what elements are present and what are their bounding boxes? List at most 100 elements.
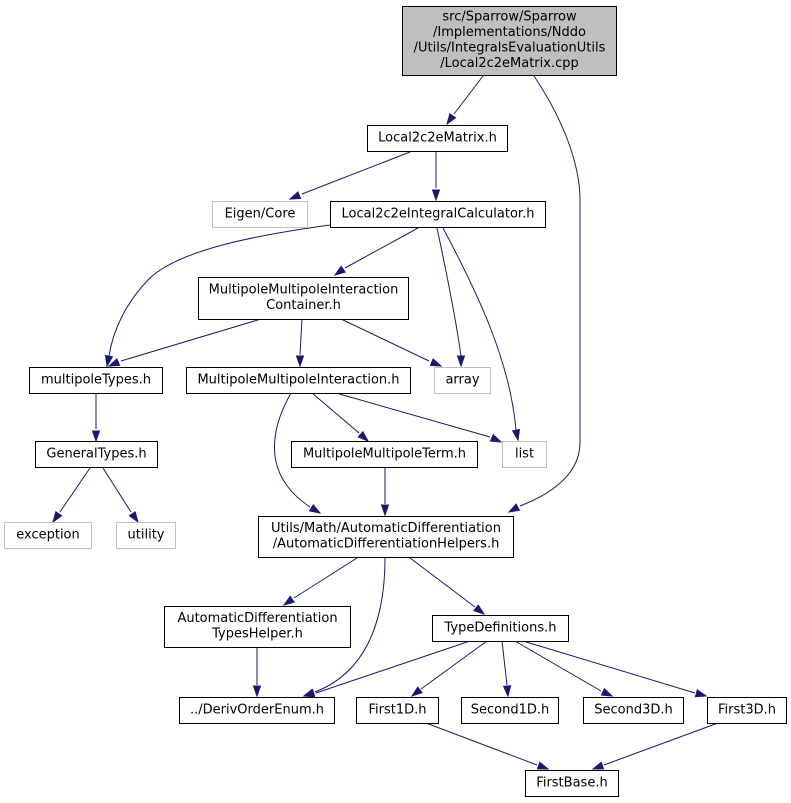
node-label-line: utility xyxy=(128,527,165,542)
edge-line xyxy=(311,392,360,434)
edge-line xyxy=(108,224,331,357)
edge-first3d_h-to-firstbase_h xyxy=(591,722,719,770)
node-box xyxy=(707,697,787,724)
edge-arrowhead xyxy=(91,430,101,443)
edge-arrowhead xyxy=(357,430,370,443)
node-label-line: Second1D.h xyxy=(471,702,550,717)
node-box xyxy=(198,277,409,320)
node-label-line: AutomaticDifferentiation xyxy=(177,611,337,626)
node-utility: utility xyxy=(116,522,176,549)
edge-arrowhead xyxy=(600,687,614,697)
node-second1d-h[interactable]: Second1D.h xyxy=(461,697,559,724)
edge-line xyxy=(519,75,581,507)
edge-ad_typeshelper_h-to-derivorderenum_h xyxy=(252,647,262,698)
node-label-line: ../DerivOrderEnum.h xyxy=(190,702,324,717)
edge-line xyxy=(603,722,719,766)
node-label-line: Container.h xyxy=(266,298,341,313)
edge-arrowhead xyxy=(252,685,262,698)
edge-line xyxy=(501,640,508,686)
node-ad-helpers-h[interactable]: Utils/Math/AutomaticDifferentiation/Auto… xyxy=(258,516,514,558)
edge-arrowhead xyxy=(429,358,443,367)
edge-line xyxy=(442,227,517,431)
edge-first1d_h-to-firstbase_h xyxy=(425,722,550,770)
node-root: src/Sparrow/Sparrow/Implementations/Nddo… xyxy=(402,6,617,76)
node-label-line: MultipoleMultipoleInteraction xyxy=(209,283,399,298)
node-box xyxy=(29,367,163,394)
node-box xyxy=(164,606,351,648)
edge-arrowhead xyxy=(282,595,296,606)
edge-typedefinitions_h-to-second3d_h xyxy=(514,640,614,697)
node-box xyxy=(116,522,176,549)
edge-line xyxy=(299,318,303,356)
node-derivorderenum-h[interactable]: ../DerivOrderEnum.h xyxy=(179,697,335,724)
node-exception: exception xyxy=(4,522,92,549)
edge-arrowhead xyxy=(431,189,441,202)
node-typedefinitions-h[interactable]: TypeDefinitions.h xyxy=(432,615,569,642)
edges-layer xyxy=(52,75,719,770)
edge-mm_interaction_h-to-list xyxy=(335,392,503,443)
edge-arrowhead xyxy=(295,355,305,368)
node-box xyxy=(356,697,439,724)
node-local2c2ematrix-h[interactable]: Local2c2eMatrix.h xyxy=(367,125,508,152)
node-label-line: Eigen/Core xyxy=(225,206,296,221)
edge-arrowhead xyxy=(410,686,423,697)
node-box xyxy=(258,516,514,558)
node-label-line: MultipoleMultipoleInteraction.h xyxy=(197,372,399,387)
edge-line xyxy=(314,557,386,693)
edge-arrowhead xyxy=(107,358,121,367)
node-box xyxy=(212,201,308,228)
node-mm-term-h[interactable]: MultipoleMultipoleTerm.h xyxy=(291,441,478,468)
node-list: list xyxy=(502,441,547,468)
node-label-line: Second3D.h xyxy=(594,702,673,717)
node-second3d-h[interactable]: Second3D.h xyxy=(583,697,684,724)
node-box xyxy=(402,6,617,76)
node-box xyxy=(330,201,546,228)
edge-arrowhead xyxy=(456,355,466,368)
node-multipoletypes-h[interactable]: multipoleTypes.h xyxy=(29,367,163,394)
edge-typedefinitions_h-to-derivorderenum_h xyxy=(302,640,471,698)
node-array: array xyxy=(434,367,491,394)
edge-line xyxy=(102,467,132,513)
edge-arrowhead xyxy=(446,112,457,126)
node-label-line: First1D.h xyxy=(368,702,426,717)
edge-mm_term_h-to-ad_helpers_h xyxy=(380,468,390,517)
node-box xyxy=(502,441,547,468)
node-generaltypes-h[interactable]: GeneralTypes.h xyxy=(35,441,158,468)
node-label-line: src/Sparrow/Sparrow xyxy=(442,10,577,25)
node-label-line: FirstBase.h xyxy=(536,775,607,790)
node-first3d-h[interactable]: First3D.h xyxy=(707,697,787,724)
edge-line xyxy=(273,392,311,508)
edge-multipoletypes_h-to-generaltypes_h xyxy=(91,394,101,443)
edge-mm_interaction_container_h-to-multipoletypes_h xyxy=(107,318,262,367)
node-first1d-h[interactable]: First1D.h xyxy=(356,697,439,724)
node-firstbase-h[interactable]: FirstBase.h xyxy=(525,770,619,797)
edge-arrowhead xyxy=(473,604,486,615)
node-label-line: list xyxy=(515,446,534,461)
node-label-line: exception xyxy=(16,527,80,542)
edge-line xyxy=(293,557,358,599)
edge-line xyxy=(301,151,411,195)
node-box xyxy=(583,697,684,724)
edge-arrowhead xyxy=(302,689,316,698)
edge-local2c2eintegralcalculator_h-to-list xyxy=(442,227,521,442)
node-label-line: MultipoleMultipoleTerm.h xyxy=(303,446,466,461)
edge-arrowhead xyxy=(536,761,550,770)
edge-root-to-local2c2ematrix_h xyxy=(446,75,484,126)
edge-local2c2ematrix_h-to-local2c2eintegralcalculator_h xyxy=(431,152,441,202)
node-label-line: array xyxy=(445,372,479,387)
node-label-line: /Implementations/Nddo xyxy=(433,25,586,40)
node-box xyxy=(461,697,559,724)
node-label-line: First3D.h xyxy=(718,702,776,717)
edge-typedefinitions_h-to-first1d_h xyxy=(410,640,488,697)
edge-arrowhead xyxy=(489,433,503,443)
node-mm-interaction-h[interactable]: MultipoleMultipoleInteraction.h xyxy=(186,367,411,394)
node-local2c2eintegralcalculator-h[interactable]: Local2c2eIntegralCalculator.h xyxy=(330,201,546,228)
node-label-line: Local2c2eMatrix.h xyxy=(378,130,497,145)
edge-line xyxy=(420,640,488,690)
edge-arrowhead xyxy=(128,510,139,524)
edge-line xyxy=(335,392,491,438)
node-label-line: Utils/Math/AutomaticDifferentiation xyxy=(271,521,501,536)
